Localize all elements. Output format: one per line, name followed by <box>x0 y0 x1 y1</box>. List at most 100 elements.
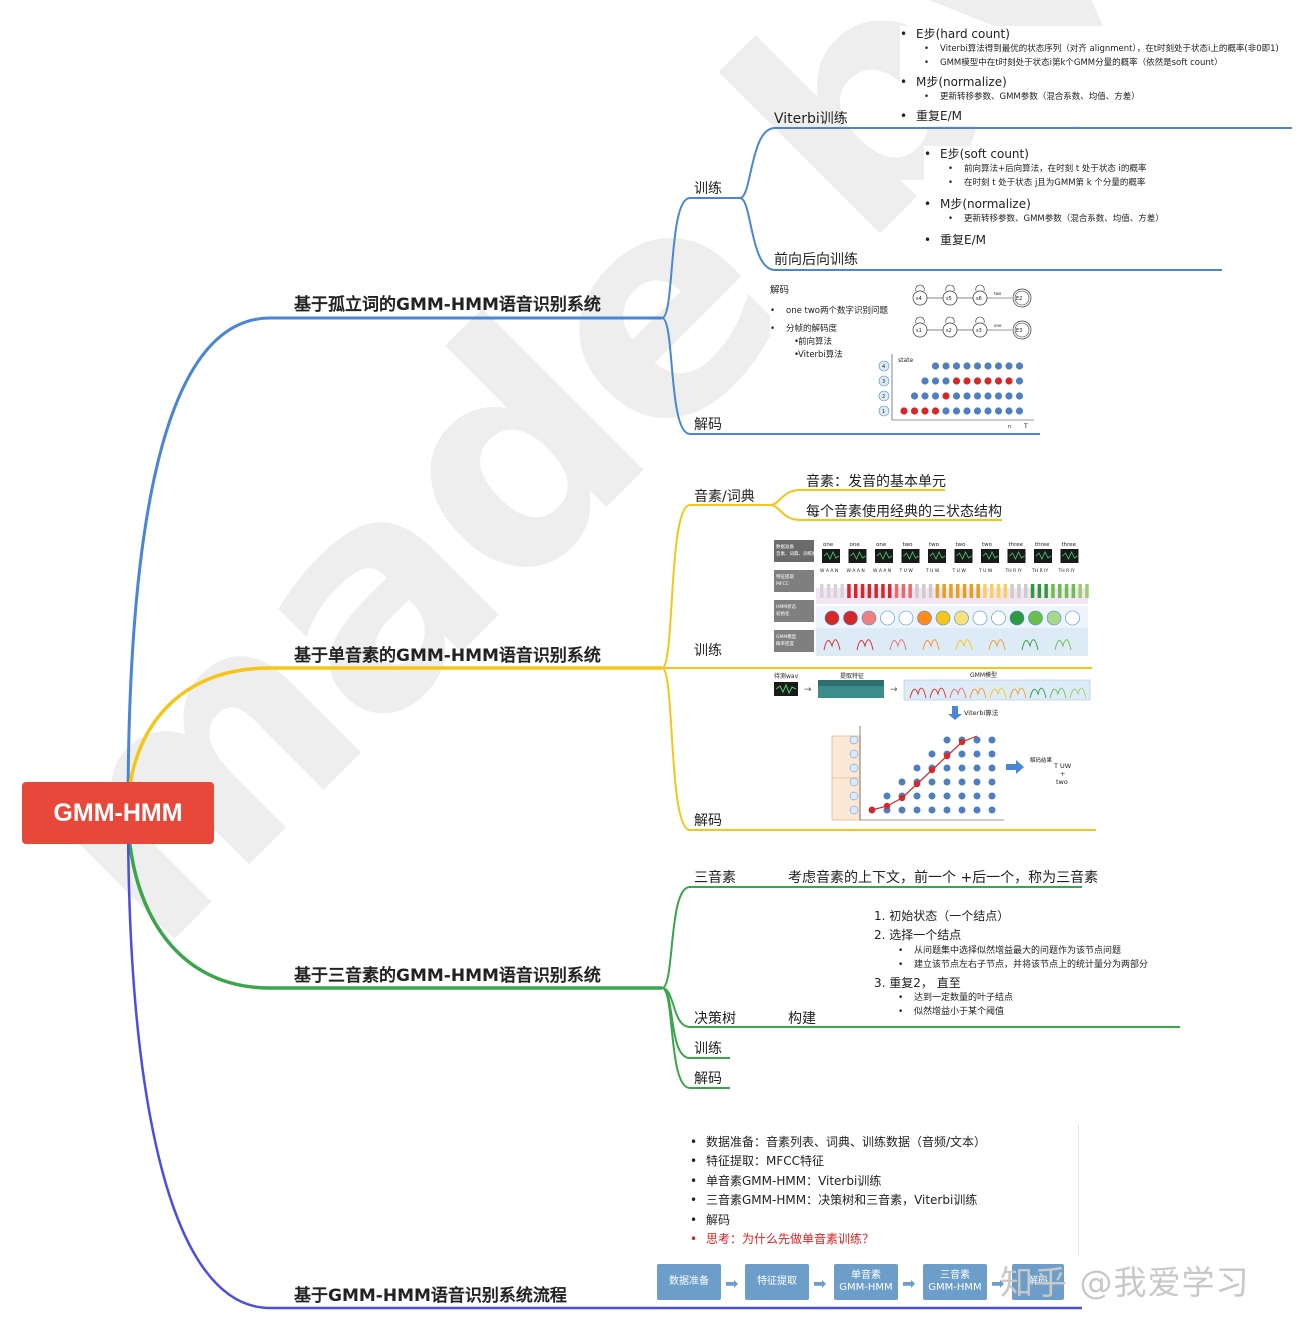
trellis-n-label: n <box>1008 424 1011 430</box>
isolated-decode-label[interactable]: 解码 <box>694 417 722 433</box>
decode-viterbi-label: Viterbi算法 <box>964 708 999 717</box>
decode-trellis-node-1-4 <box>928 750 936 758</box>
decode-trellis-state-4 <box>849 791 859 801</box>
train-frame-9 <box>881 584 885 598</box>
flow-box-0: 数据准备 <box>657 1264 721 1300</box>
train-frame-31 <box>1030 584 1035 598</box>
train-frame-16 <box>928 584 933 598</box>
branch-tri-title[interactable]: 基于三音素的GMM-HMM语音识别系统 <box>294 966 601 986</box>
decode-out-1: T UW <box>1053 762 1072 770</box>
trellis-node-3-10 <box>1005 407 1013 415</box>
train-wave-line-2 <box>876 551 893 560</box>
decode-trellis-node-5-2 <box>898 806 906 814</box>
trellis-node-1-3 <box>931 377 940 385</box>
decode-path-node-0 <box>868 806 876 814</box>
train-phone-3: T U W <box>899 568 914 574</box>
zhihu-credit: 知乎 @我爱学习 <box>1000 1263 1250 1302</box>
decode-gmm-curve-7 <box>1049 687 1067 699</box>
build-step-2: 2. 选择一个结点 <box>874 928 962 943</box>
trellis-node-1-8 <box>984 377 992 385</box>
decode-path-node-6 <box>958 738 966 746</box>
train-state-12 <box>1046 610 1062 626</box>
trellis-node-3-9 <box>994 407 1003 415</box>
trellis-node-1-11 <box>1015 377 1024 385</box>
decode-trellis-node-3-7 <box>973 778 981 786</box>
train-state-4 <box>898 610 914 626</box>
decode-trellis-node-5-8 <box>988 806 996 814</box>
train-frame-5 <box>854 584 858 598</box>
mono-lex-2[interactable]: 每个音素使用经典的三状态结构 <box>806 504 1002 520</box>
train-frame-6 <box>860 584 865 598</box>
flow-step-3: 三音素GMM-HMM：决策树和三音素，Viterbi训练 <box>690 1192 1078 1210</box>
train-state-0 <box>824 610 840 626</box>
trellis-state-label: state <box>898 357 914 364</box>
trellis-node-2-8 <box>984 392 992 400</box>
train-gmm-curve-2 <box>889 639 907 651</box>
hmm-two-loop-2 <box>975 284 985 292</box>
decode-trellis-node-5-6 <box>958 806 966 814</box>
decode-note-4: Viterbi算法 <box>770 349 890 362</box>
train-frame-38 <box>1078 584 1082 598</box>
tri-build-label[interactable]: 构建 <box>788 1011 816 1027</box>
hmm-one-node-label-0: s1 <box>916 328 922 334</box>
isolated-train-label[interactable]: 训练 <box>694 181 722 197</box>
train-frame-18 <box>942 584 946 598</box>
train-state-10 <box>1009 610 1025 626</box>
trellis-node-3-5 <box>952 407 961 415</box>
hmm-one-node-label-2: s3 <box>976 328 982 334</box>
train-frame-2 <box>833 584 838 598</box>
tri-note[interactable]: 考虑音素的上下文，前一个 +后一个，称为三音素 <box>788 870 1099 886</box>
tri-decode-label[interactable]: 解码 <box>694 1071 722 1087</box>
decode-trellis-node-5-7 <box>973 806 981 814</box>
train-wave-line-1 <box>850 551 866 560</box>
decode-gmm-curve-2 <box>949 687 967 699</box>
train-wave-line-9 <box>1062 551 1078 560</box>
hmm-one-loop-2 <box>975 316 985 324</box>
flow-arrow-3: ➡ <box>991 1274 1005 1293</box>
decode-feat-label: 提取特征 <box>840 672 864 680</box>
branch-mono-title[interactable]: 基于单音素的GMM-HMM语音识别系统 <box>294 646 601 666</box>
train-word-6: two <box>982 542 993 548</box>
train-side-text-1-0: 特征提取 <box>776 573 794 580</box>
mono-decode-label[interactable]: 解码 <box>694 813 722 829</box>
fb-m: M步(normalize) <box>924 196 1214 214</box>
mono-train-label[interactable]: 训练 <box>694 643 722 659</box>
viterbi-r: 重复E/M <box>900 108 1300 126</box>
decode-trellis-state-2 <box>849 763 859 773</box>
train-frame-3 <box>840 584 844 598</box>
mono-lex-1[interactable]: 音素：发音的基本单元 <box>806 474 946 490</box>
train-wave-line-8 <box>1035 551 1052 560</box>
tri-label[interactable]: 三音素 <box>694 870 736 886</box>
train-state-13 <box>1065 610 1080 626</box>
train-side-text-1-1: MFCC <box>776 581 789 587</box>
hmm-one-loop-1 <box>945 316 955 324</box>
trellis-node-2-7 <box>973 392 982 400</box>
fb-e2: 在时刻 t 处于状态 j且为GMM第 k 个分量的概率 <box>924 177 1214 190</box>
trellis-node-0-5 <box>952 362 961 370</box>
trellis-node-0-9 <box>994 362 1003 370</box>
branch-flow-title[interactable]: 基于GMM-HMM语音识别系统流程 <box>294 1286 567 1306</box>
fb-notes: E步(soft count) 前向算法+后向算法，在时刻 t 处于状态 i的概率… <box>924 146 1214 250</box>
hmm-one-node-label-1: s2 <box>946 328 952 334</box>
decode-note-2: 分帧的解码度 <box>770 323 890 336</box>
trellis-node-2-10 <box>1005 392 1013 400</box>
root-node[interactable]: GMM-HMM <box>22 782 214 844</box>
tri-dt-label[interactable]: 决策树 <box>694 1011 736 1027</box>
train-phone-9: TH R IY <box>1058 568 1075 574</box>
hmm-two-node-label-1: s5 <box>946 296 952 302</box>
viterbi-train-label[interactable]: Viterbi训练 <box>774 111 848 127</box>
decode-trellis-node-2-8 <box>988 764 996 772</box>
train-word-7: three <box>1009 542 1024 548</box>
decode-trellis-node-2-3 <box>913 764 921 772</box>
branch-isolated-title[interactable]: 基于孤立词的GMM-HMM语音识别系统 <box>294 295 601 315</box>
hmm-two-arc-label: two <box>994 291 1002 296</box>
train-state-7 <box>954 610 969 626</box>
decode-trellis-node-0-7 <box>973 736 981 744</box>
tri-train-label[interactable]: 训练 <box>694 1041 722 1057</box>
trellis-node-1-2 <box>921 377 929 385</box>
fb-train-label[interactable]: 前向后向训练 <box>774 252 858 268</box>
trellis-node-0-8 <box>984 362 992 370</box>
decode-path-node-5 <box>943 752 951 760</box>
mono-lex-label[interactable]: 音素/词典 <box>694 489 755 505</box>
